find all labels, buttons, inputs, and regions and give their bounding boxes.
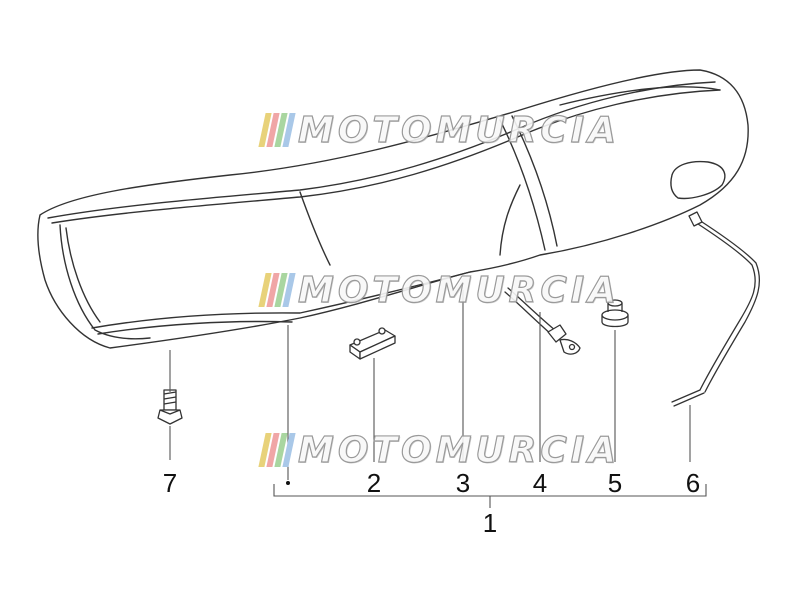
seat-top-stitch — [47, 81, 716, 219]
callout-4: 4 — [532, 468, 548, 498]
seat-assembly — [37, 69, 749, 349]
seat-lower-edge — [91, 271, 471, 329]
watermark-logo-bottom: MOTOMURCIA — [258, 429, 621, 471]
seat-top-stitch-2 — [51, 89, 721, 224]
callout-5: 5 — [607, 468, 623, 498]
watermark-stripes — [258, 113, 296, 147]
callout-1: 1 — [482, 508, 498, 538]
seat-outline — [37, 69, 749, 349]
callout-6: 6 — [685, 468, 701, 498]
watermark-text: MOTOMURCIA — [297, 269, 621, 311]
part-4-cable-clip — [504, 287, 581, 355]
seat-side-seam — [299, 191, 331, 266]
part-2-bracket — [349, 327, 396, 360]
seat-front-face-inner — [65, 227, 101, 323]
leader-dot — [286, 481, 290, 485]
watermark-logo-middle: MOTOMURCIA — [258, 269, 621, 311]
seat-step — [499, 119, 546, 251]
part-7-bolt — [157, 389, 183, 425]
part-5-bumper — [601, 299, 629, 328]
watermark-stripes — [258, 433, 296, 467]
watermark-text: MOTOMURCIA — [297, 109, 621, 151]
watermark-stripes — [258, 273, 296, 307]
callout-2: 2 — [366, 468, 382, 498]
seat-front-face — [59, 224, 151, 340]
watermark-logo-top: MOTOMURCIA — [258, 109, 621, 151]
seat-rear-slot — [670, 160, 726, 200]
callout-3: 3 — [455, 468, 471, 498]
seat-step-2 — [511, 115, 558, 247]
seat-step-3 — [499, 184, 521, 256]
leader-lines — [169, 290, 707, 508]
watermark-text: MOTOMURCIA — [297, 429, 621, 471]
seat-rear-contour — [559, 86, 721, 106]
part-6-lock-cable — [671, 211, 761, 407]
seat-underside — [97, 320, 293, 335]
callout-7: 7 — [162, 468, 178, 498]
